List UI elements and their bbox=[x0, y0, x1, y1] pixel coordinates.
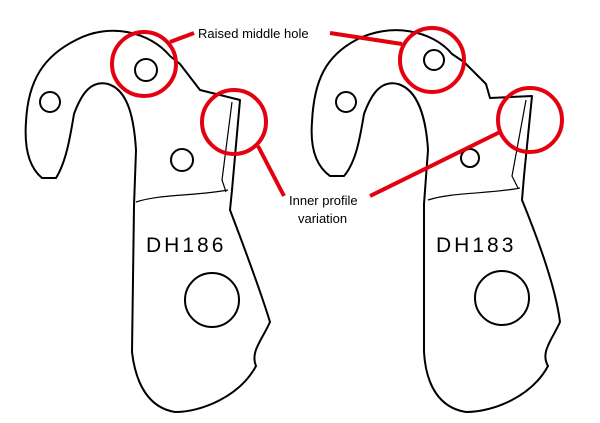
callout-circle-inner-profile-left bbox=[200, 88, 268, 156]
hanger-dh186-outline bbox=[24, 29, 271, 413]
hanger-dh186-hole-left bbox=[39, 91, 61, 113]
hanger-dh183-inner-edge bbox=[511, 99, 527, 189]
hanger-dh186-hole-middle bbox=[134, 58, 158, 82]
hanger-dh183-seam bbox=[427, 187, 521, 201]
hanger-dh186-axle-hole bbox=[184, 272, 240, 328]
hanger-dh186-inner-edge bbox=[221, 101, 233, 193]
hanger-dh186-seam bbox=[135, 189, 229, 203]
callout-circle-middle-hole-right bbox=[398, 26, 466, 94]
hanger-dh183-axle-hole bbox=[474, 270, 530, 326]
hanger-dh183-hole-lower bbox=[460, 148, 480, 168]
callout-line-middle-hole-left bbox=[169, 31, 195, 44]
callout-line-inner-profile-left bbox=[256, 145, 286, 197]
hanger-dh183-hole-middle bbox=[423, 49, 445, 71]
callout-circle-inner-profile-right bbox=[496, 86, 564, 154]
hanger-dh183-hole-left bbox=[335, 91, 357, 113]
hanger-dh186-label: DH186 bbox=[146, 234, 226, 257]
callout-circle-middle-hole-left bbox=[110, 30, 178, 98]
callout-group: Raised middle hole Inner profile variati… bbox=[110, 26, 564, 226]
hanger-dh183-label: DH183 bbox=[436, 234, 516, 257]
callout-text-raised-middle-hole: Raised middle hole bbox=[198, 26, 309, 41]
hanger-dh186-hole-lower bbox=[170, 148, 194, 172]
callout-text-inner-profile-line2: variation bbox=[298, 211, 347, 226]
callout-text-inner-profile-line1: Inner profile bbox=[289, 193, 358, 208]
callout-line-inner-profile-right bbox=[369, 130, 501, 198]
hanger-dh186: DH186 bbox=[24, 29, 271, 413]
callout-line-middle-hole-right bbox=[329, 31, 403, 46]
